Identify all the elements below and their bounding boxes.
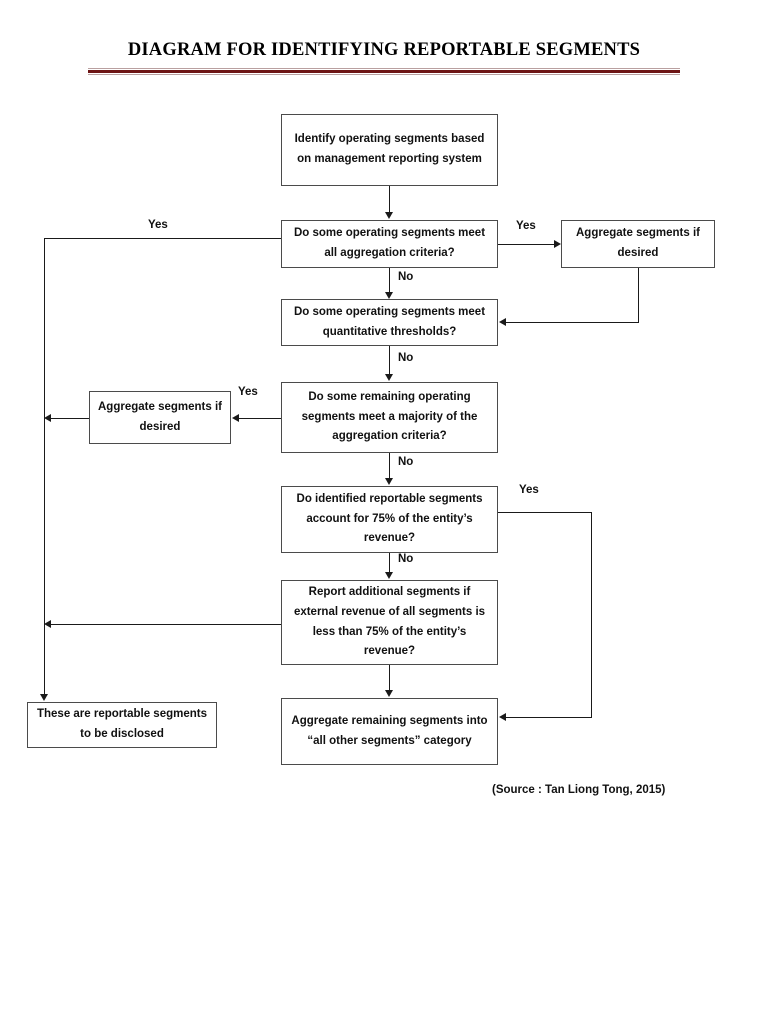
arrowhead-q4-yes-to-aggregate-remaining — [499, 713, 506, 721]
arrowhead-identify-to-q1 — [385, 212, 393, 219]
connector-q1-no-to-q2 — [389, 268, 391, 293]
node-aggregate-remaining-segments-label: Aggregate remaining segments into “all o… — [291, 714, 488, 747]
arrowhead-q4-no-to-report — [385, 572, 393, 579]
edge-label-no-q4: No — [398, 553, 414, 565]
node-meet-majority-aggregation-criteria: Do some remaining operating segments mee… — [281, 382, 498, 453]
edge-label-no-q1: No — [398, 271, 414, 283]
node-meet-quantitative-thresholds: Do some operating segments meet quantita… — [281, 299, 498, 346]
title-divider — [88, 68, 680, 75]
node-these-are-reportable-segments: These are reportable segments to be disc… — [27, 702, 217, 748]
arrowhead-trunk-to-reportable-box — [40, 694, 48, 701]
connector-q4-yes-to-aggregate-remaining — [506, 717, 592, 719]
connector-report-to-trunk — [51, 624, 281, 626]
node-account-for-75-percent: Do identified reportable segments accoun… — [281, 486, 498, 553]
node-aggregate-remaining-segments: Aggregate remaining segments into “all o… — [281, 698, 498, 765]
connector-identify-to-q1 — [389, 186, 391, 213]
node-aggregate-segments-left-label: Aggregate segments if desired — [98, 400, 222, 433]
connector-aggregate-top-to-q2 — [506, 322, 639, 324]
connector-aggregate-left-to-trunk — [51, 418, 89, 420]
node-meet-all-aggregation-criteria: Do some operating segments meet all aggr… — [281, 220, 498, 268]
arrowhead-q3-to-aggregate-left — [232, 414, 239, 422]
node-meet-majority-aggregation-criteria-label: Do some remaining operating segments mee… — [301, 390, 478, 443]
node-identify-operating-segments: Identify operating segments based on man… — [281, 114, 498, 186]
title-divider-line-bottom — [88, 74, 680, 75]
arrowhead-q3-no-to-q4 — [385, 478, 393, 485]
connector-left-trunk — [44, 238, 46, 695]
arrowhead-q1-no-to-q2 — [385, 292, 393, 299]
node-meet-all-aggregation-criteria-label: Do some operating segments meet all aggr… — [293, 227, 486, 259]
edge-label-yes-q1-right: Yes — [516, 220, 536, 232]
node-aggregate-segments-top-label: Aggregate segments if desired — [576, 227, 700, 259]
arrowhead-report-to-trunk — [44, 620, 51, 628]
node-aggregate-segments-top: Aggregate segments if desired — [561, 220, 715, 268]
connector-q1-yes-left — [44, 238, 281, 240]
page-title: DIAGRAM FOR IDENTIFYING REPORTABLE SEGME… — [127, 40, 641, 60]
node-report-additional-segments: Report additional segments if external r… — [281, 580, 498, 665]
connector-q3-yes-left — [238, 418, 281, 420]
connector-report-to-aggregate-remaining — [389, 665, 391, 691]
edge-label-yes-q4-right: Yes — [519, 484, 539, 496]
title-divider-line-top — [88, 68, 680, 69]
node-these-are-reportable-segments-label: These are reportable segments to be disc… — [36, 708, 207, 740]
source-note: (Source : Tan Liong Tong, 2015) — [492, 784, 666, 796]
node-aggregate-segments-left: Aggregate segments if desired — [89, 391, 231, 444]
arrowhead-q2-no-to-q3 — [385, 374, 393, 381]
connector-q4-yes-right — [498, 512, 592, 514]
title-divider-line-middle — [88, 70, 680, 73]
connector-q4-yes-down — [591, 512, 593, 717]
node-report-additional-segments-label: Report additional segments if external r… — [293, 585, 486, 658]
arrowhead-aggregate-left-to-trunk — [44, 414, 51, 422]
edge-label-no-q3: No — [398, 456, 414, 468]
connector-q2-no-to-q3 — [389, 346, 391, 375]
node-meet-quantitative-thresholds-label: Do some operating segments meet quantita… — [293, 305, 486, 338]
connector-q1-yes-right — [498, 244, 556, 246]
arrowhead-report-to-aggregate-remaining — [385, 690, 393, 697]
node-account-for-75-percent-label: Do identified reportable segments accoun… — [296, 492, 483, 545]
connector-q3-no-to-q4 — [389, 453, 391, 479]
node-identify-operating-segments-label: Identify operating segments based on man… — [294, 133, 485, 165]
edge-label-yes-q3-left: Yes — [238, 386, 258, 398]
arrowhead-aggregate-top-to-q2 — [499, 318, 506, 326]
edge-label-no-q2: No — [398, 352, 414, 364]
connector-q4-no-to-report — [389, 553, 391, 573]
connector-aggregate-top-down — [638, 268, 640, 322]
edge-label-yes-q1-left: Yes — [148, 219, 168, 231]
arrowhead-q1-to-aggregate-top — [554, 240, 561, 248]
